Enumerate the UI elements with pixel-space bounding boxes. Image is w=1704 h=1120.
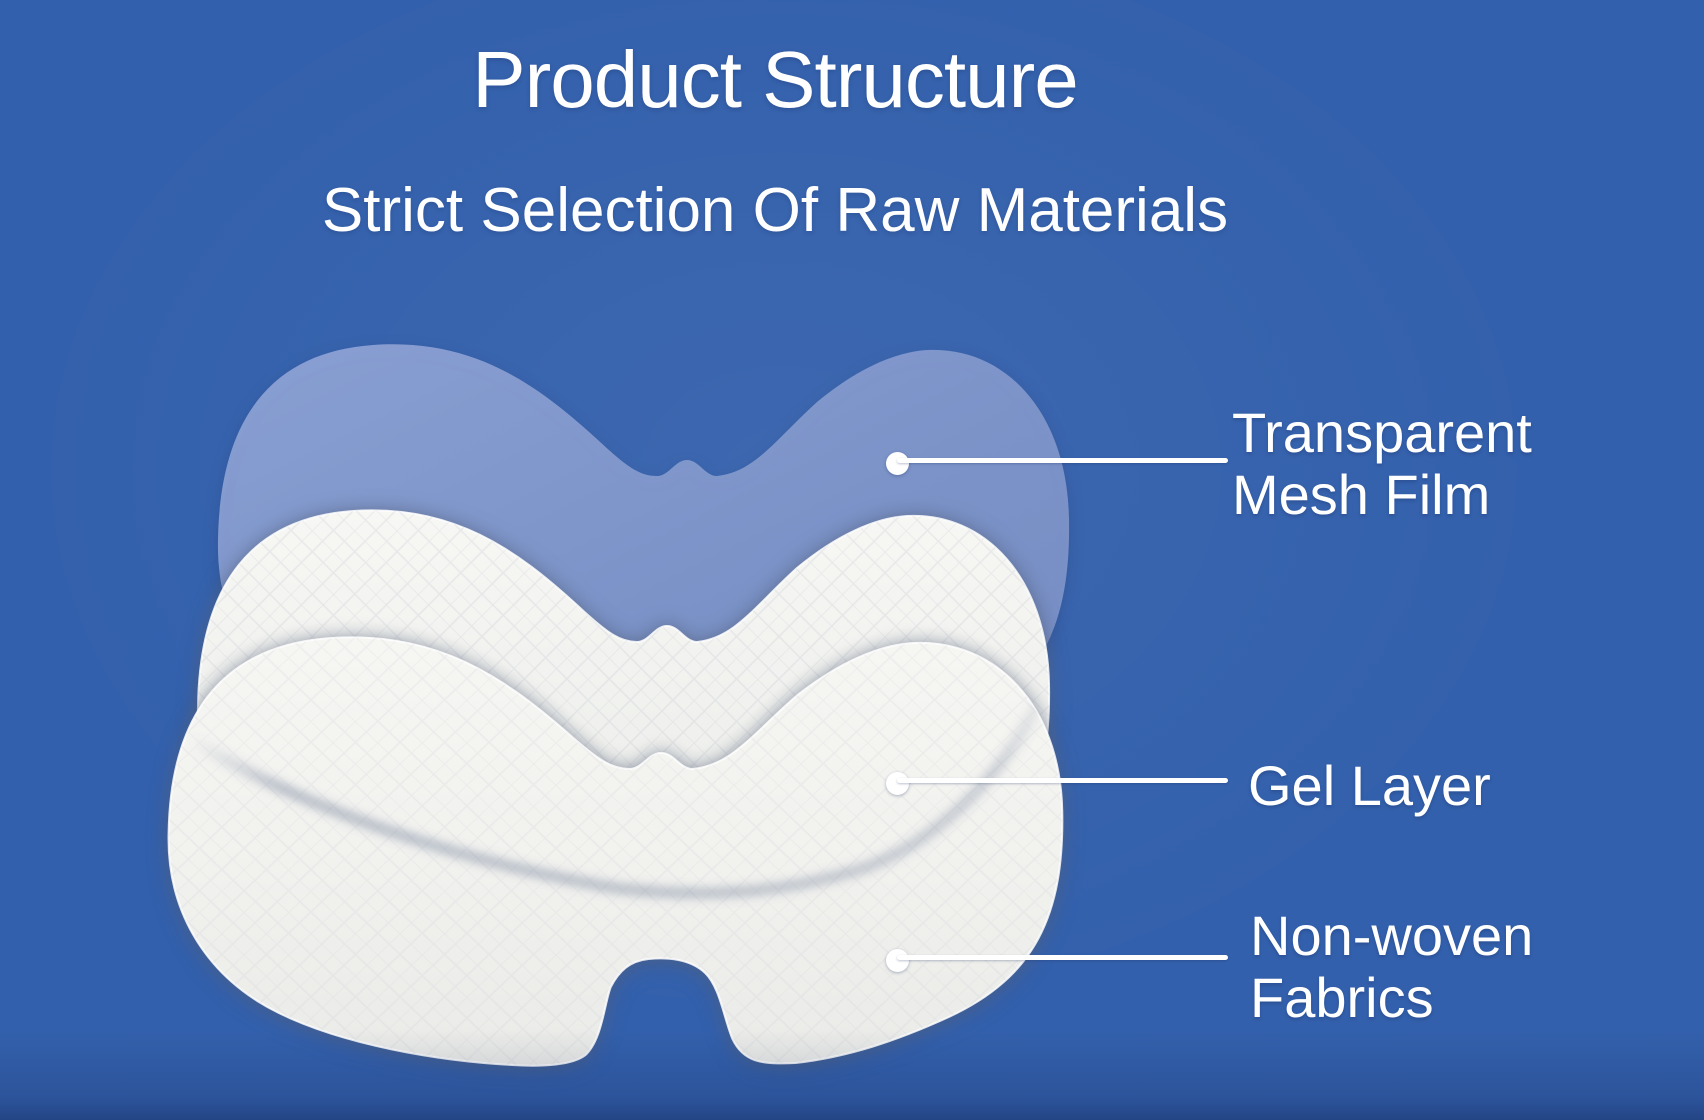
callout-label-gel: Gel Layer bbox=[1248, 755, 1491, 817]
callout-label-line: Mesh Film bbox=[1232, 463, 1491, 526]
nonwoven-crease-shadow bbox=[186, 649, 1063, 900]
callout-line-nonwoven bbox=[897, 955, 1228, 960]
callout-label-line: Fabrics bbox=[1250, 966, 1434, 1029]
callout-dot-mesh-film bbox=[886, 452, 909, 475]
page-subtitle: Strict Selection Of Raw Materials bbox=[321, 176, 1229, 245]
callout-label-line: Non-woven bbox=[1250, 904, 1534, 967]
callout-dot-nonwoven bbox=[886, 949, 909, 972]
callout-label-line: Gel Layer bbox=[1248, 754, 1491, 817]
callout-line-gel bbox=[897, 778, 1228, 783]
callout-label-line: Transparent bbox=[1232, 401, 1532, 464]
callout-dot-gel bbox=[886, 772, 909, 795]
nonwoven-layer-shape bbox=[167, 636, 1064, 1067]
callout-line-mesh-film bbox=[897, 458, 1228, 463]
page-title: Product Structure bbox=[472, 35, 1079, 124]
callout-label-nonwoven: Non-woven Fabrics bbox=[1250, 905, 1533, 1029]
callout-label-mesh-film: Transparent Mesh Film bbox=[1232, 402, 1532, 526]
